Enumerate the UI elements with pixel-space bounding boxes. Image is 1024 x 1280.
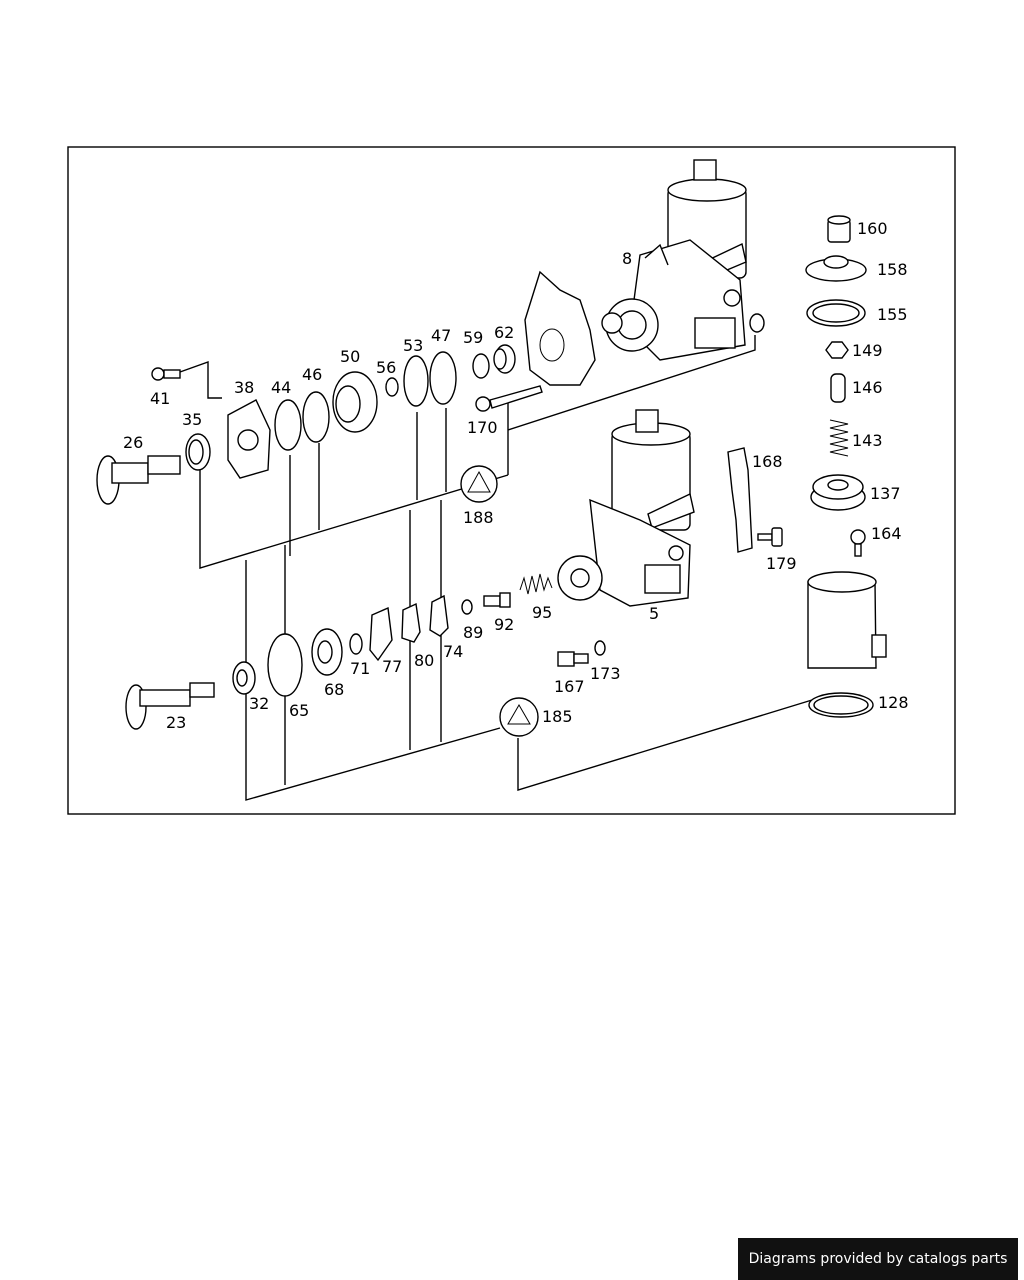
callout-26: 26 [123,433,143,452]
o-ring-44 [274,399,302,451]
callout-188: 188 [463,508,494,527]
bolt-167 [557,651,589,667]
bracket-plate [727,447,753,553]
pump-8 [601,159,747,361]
callout-50: 50 [340,347,360,366]
callout-179: 179 [766,554,797,573]
callout-35: 35 [182,410,202,429]
callout-41: 41 [150,389,170,408]
callout-74: 74 [443,642,463,661]
pump-5 [557,409,695,607]
callout-80: 80 [414,651,434,670]
callout-158: 158 [877,260,908,279]
callout-56: 56 [376,358,396,377]
spring-95 [519,573,553,595]
callout-71: 71 [350,659,370,678]
callout-8: 8 [622,249,632,268]
callout-95: 95 [532,603,552,622]
vane-80 [401,602,421,643]
valve-92 [483,592,511,608]
vane-74 [429,594,449,637]
screw-164 [850,529,866,557]
plate-38 [227,399,271,479]
credit-badge: Diagrams provided by catalogs parts [738,1238,1018,1280]
washer-59 [472,353,490,379]
callout-44: 44 [271,378,291,397]
spring-143 [829,419,849,457]
callout-155: 155 [877,305,908,324]
o-ring-47 [429,351,457,405]
callout-59: 59 [463,328,483,347]
callout-143: 143 [852,431,883,450]
rotor-50 [332,371,378,433]
callout-38: 38 [234,378,254,397]
ring-56 [385,377,399,397]
callout-68: 68 [324,680,344,699]
vane-77 [369,606,393,662]
rotor-68 [311,628,343,676]
o-ring-53 [403,355,429,407]
callout-167: 167 [554,677,585,696]
callout-89: 89 [463,623,483,642]
callout-137: 137 [870,484,901,503]
callout-149: 149 [852,341,883,360]
cap-160 [827,215,851,243]
o-ring-65 [267,633,303,697]
o-ring-46 [302,391,330,443]
shaft-23 [125,682,215,730]
credit-text: Diagrams provided by catalogs parts [748,1251,1008,1267]
shaft-26 [96,455,181,505]
callout-46: 46 [302,365,322,384]
cap-185 [499,697,539,737]
bolt-179 [757,527,783,547]
o-ring-small [749,313,765,333]
washer-173 [594,640,606,656]
reservoir-bowl [807,571,887,669]
callout-65: 65 [289,701,309,720]
o-ring-128 [808,692,874,718]
callout-62: 62 [494,323,514,342]
clip-89 [461,599,473,615]
nut-149 [825,341,849,359]
o-ring-155 [806,299,866,327]
diagram-border [67,146,956,815]
callout-92: 92 [494,615,514,634]
callout-160: 160 [857,219,888,238]
bolt-170 [475,385,543,412]
valve-137 [810,474,866,511]
cap-188 [460,465,498,503]
callout-170: 170 [467,418,498,437]
callout-77: 77 [382,657,402,676]
seal-35 [185,433,211,471]
callout-146: 146 [852,378,883,397]
callout-47: 47 [431,326,451,345]
bushing-62 [493,344,516,374]
gasket-hole [539,328,565,362]
ring-71 [349,633,363,655]
callout-164: 164 [871,524,902,543]
filter-146 [830,373,846,403]
callout-173: 173 [590,664,621,683]
callout-168: 168 [752,452,783,471]
bearing-32 [232,661,256,695]
callout-128: 128 [878,693,909,712]
callout-5: 5 [649,604,659,623]
gasket-plate [524,270,596,386]
screw-41 [151,367,181,381]
callout-185: 185 [542,707,573,726]
callout-53: 53 [403,336,423,355]
disc-158 [805,255,867,282]
callout-23: 23 [166,713,186,732]
callout-32: 32 [249,694,269,713]
